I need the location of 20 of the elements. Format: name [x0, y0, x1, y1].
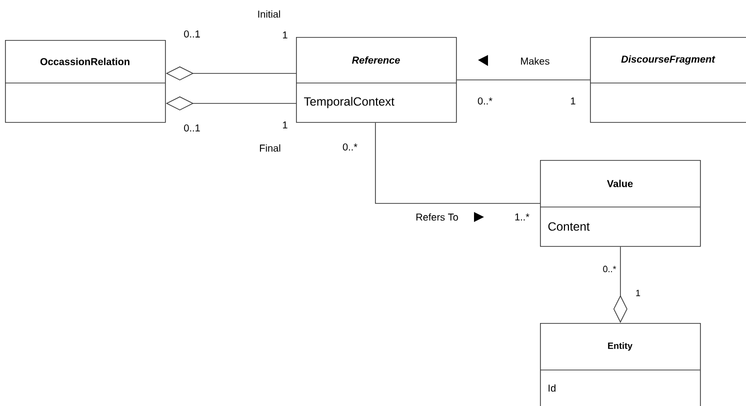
multiplicity-label: 1 — [283, 122, 288, 128]
association-line — [375, 122, 540, 204]
role-label: Final — [260, 144, 280, 152]
class-box: Entity Id — [540, 323, 701, 406]
multiplicity-label: 1 — [283, 32, 288, 38]
class-box: Value Content — [540, 160, 701, 247]
edge-label: Refers To — [416, 213, 458, 221]
multiplicity-label: 0..* — [342, 143, 358, 151]
multiplicity-label: 0..* — [603, 266, 616, 272]
multiplicity-label: 0..1 — [184, 30, 200, 38]
multiplicity-label: 0..* — [478, 97, 492, 105]
multiplicity-label: 1 — [636, 290, 640, 296]
class-box: OccassionRelation — [4, 40, 166, 123]
multiplicity-label: 1..* — [515, 214, 530, 220]
edge-label: Makes — [521, 57, 550, 65]
class-box: DiscourseFragment — [590, 37, 746, 123]
multiplicity-label: 1 — [571, 98, 576, 104]
class-box: Reference TemporalContext — [296, 37, 457, 123]
multiplicity-label: 0..1 — [184, 124, 200, 132]
role-label: Initial — [258, 10, 280, 18]
